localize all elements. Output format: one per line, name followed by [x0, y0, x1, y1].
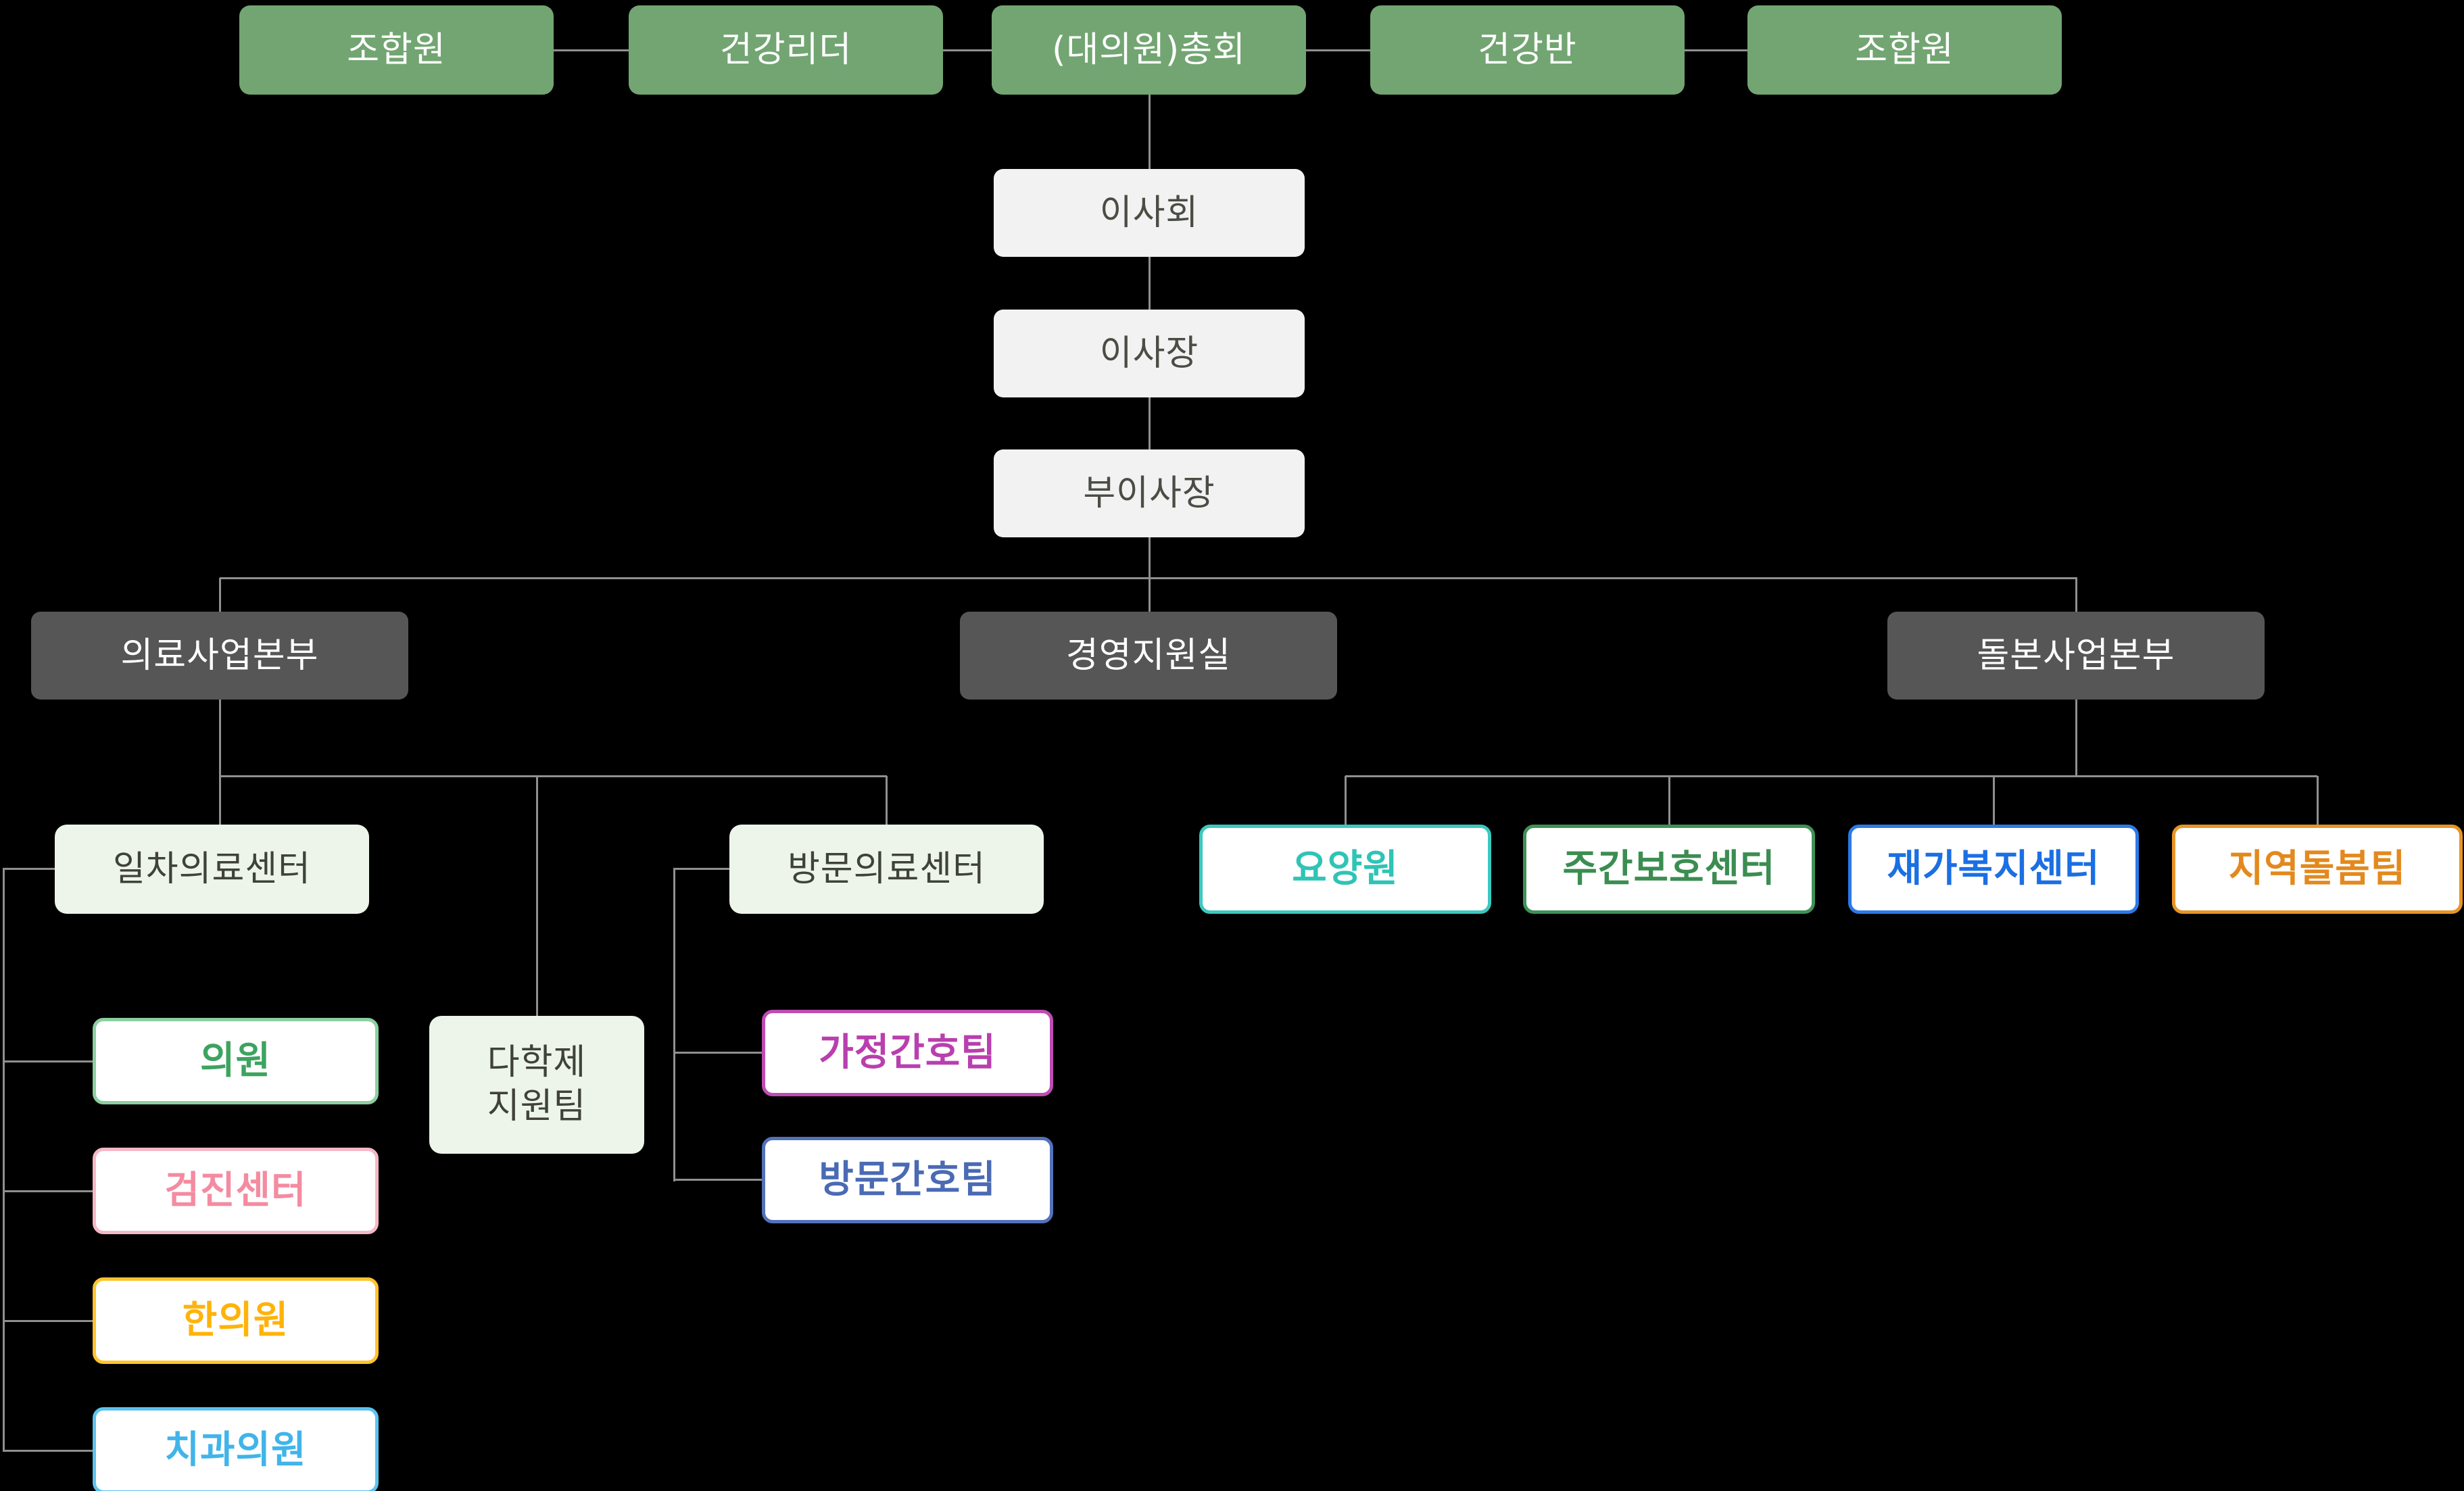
node-visiting-medical-center: 방문의료센터 [729, 825, 1044, 914]
connector [2317, 776, 2319, 825]
connector [1668, 776, 1670, 825]
connector [943, 49, 992, 51]
connector [673, 868, 675, 1181]
node-health-group: 건강반 [1370, 5, 1685, 95]
node-day-care-center: 주간보호센터 [1523, 825, 1815, 914]
connector [1149, 257, 1151, 310]
node-label: 건강반 [1478, 29, 1577, 70]
node-dental-clinic: 치과의원 [93, 1407, 379, 1491]
node-screening-center: 검진센터 [93, 1148, 379, 1234]
node-korean-medicine-clinic: 한의원 [93, 1277, 379, 1364]
node-vice-chairperson: 부이사장 [994, 449, 1305, 537]
connector [220, 775, 887, 777]
node-label-line2: 지원팀 [487, 1086, 587, 1127]
node-label: 건강리더 [719, 29, 852, 70]
node-label: 치과의원 [164, 1428, 307, 1472]
node-label: 의료사업본부 [120, 635, 319, 676]
node-label: 지역돌봄팀 [2228, 847, 2407, 891]
node-label: 가정간호팀 [819, 1031, 996, 1075]
node-label: 돌본사업본부 [1977, 635, 2175, 676]
node-label: 조합원 [1855, 29, 1954, 70]
node-chairperson: 이사장 [994, 310, 1305, 397]
node-label: 의원 [199, 1039, 272, 1083]
node-label: 재가복지센터 [1887, 847, 2100, 891]
node-label: (대의원)총회 [1052, 29, 1246, 70]
connector [1685, 49, 1747, 51]
connector [1993, 776, 1995, 825]
connector [1149, 578, 1151, 613]
node-label: 이사회 [1099, 192, 1199, 233]
node-home-nursing-team: 가정간호팀 [762, 1010, 1053, 1096]
connector [886, 776, 888, 825]
node-label-line1: 다학제 [487, 1042, 587, 1083]
node-community-care-team: 지역돌봄팀 [2172, 825, 2463, 914]
node-label: 한의원 [182, 1298, 289, 1342]
node-label: 경영지원실 [1065, 635, 1232, 676]
connector [2075, 578, 2077, 613]
connector [3, 868, 56, 870]
connector [536, 776, 538, 1016]
node-label: 방문간호팀 [819, 1158, 996, 1202]
node-general-assembly: (대의원)총회 [992, 5, 1306, 95]
node-label: 검진센터 [164, 1169, 307, 1213]
node-medical-business-hq: 의료사업본부 [31, 612, 408, 700]
node-management-support-office: 경영지원실 [960, 612, 1337, 700]
connector [3, 1450, 94, 1452]
node-board-of-directors: 이사회 [994, 169, 1305, 257]
node-care-business-hq: 돌본사업본부 [1887, 612, 2265, 700]
connector [1345, 776, 1347, 825]
node-member-right: 조합원 [1747, 5, 2062, 95]
connector [3, 1190, 94, 1192]
node-primary-medical-center: 일차의료센터 [55, 825, 369, 914]
node-label: 방문의료센터 [787, 848, 986, 889]
node-label: 일차의료센터 [112, 848, 312, 889]
node-clinic: 의원 [93, 1018, 379, 1104]
connector [3, 1320, 94, 1322]
connector [1149, 397, 1151, 449]
node-visiting-nursing-team: 방문간호팀 [762, 1137, 1053, 1223]
connector [1149, 537, 1151, 578]
node-label: 조합원 [347, 29, 446, 70]
node-multidisciplinary-support-team: 다학제 지원팀 [429, 1016, 644, 1154]
connector [674, 1179, 762, 1181]
connector [674, 868, 731, 870]
connector [674, 1052, 762, 1054]
node-nursing-home: 요양원 [1199, 825, 1491, 914]
connector [1345, 775, 2317, 777]
node-label: 이사장 [1099, 333, 1199, 374]
connector [3, 868, 5, 1452]
connector [1149, 95, 1151, 169]
node-home-welfare-center: 재가복지센터 [1848, 825, 2139, 914]
connector [1306, 49, 1370, 51]
node-label: 부이사장 [1083, 472, 1215, 514]
node-health-leader: 건강리더 [629, 5, 943, 95]
connector [219, 578, 221, 613]
connector [554, 49, 629, 51]
node-member-left: 조합원 [239, 5, 554, 95]
node-label: 요양원 [1292, 847, 1399, 891]
connector [2075, 700, 2077, 776]
connector [3, 1060, 94, 1062]
connector [219, 700, 221, 825]
node-label: 주간보호센터 [1562, 847, 1776, 891]
